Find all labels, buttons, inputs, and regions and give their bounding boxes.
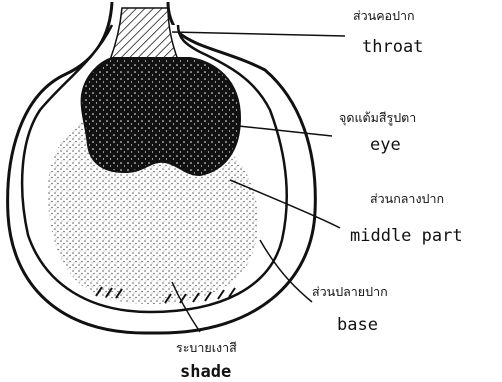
- middle-thai-label: ส่วนกลางปาก: [370, 191, 444, 206]
- throat-english-label: throat: [362, 37, 423, 57]
- eye-thai-label: จุดแต้มสีรูปตา: [339, 110, 416, 126]
- middle-english-label: middle part: [350, 226, 463, 246]
- throat-leader-line: [172, 32, 345, 36]
- base-thai-label: ส่วนปลายปาก: [312, 284, 388, 299]
- eye-blob: [82, 58, 240, 175]
- shade-english-label: shade: [180, 362, 231, 382]
- throat-thai-label: ส่วนคอปาก: [353, 8, 415, 23]
- base-english-label: base: [337, 315, 378, 335]
- eye-english-label: eye: [370, 135, 401, 155]
- shade-thai-label: ระบายเงาสี: [176, 340, 237, 355]
